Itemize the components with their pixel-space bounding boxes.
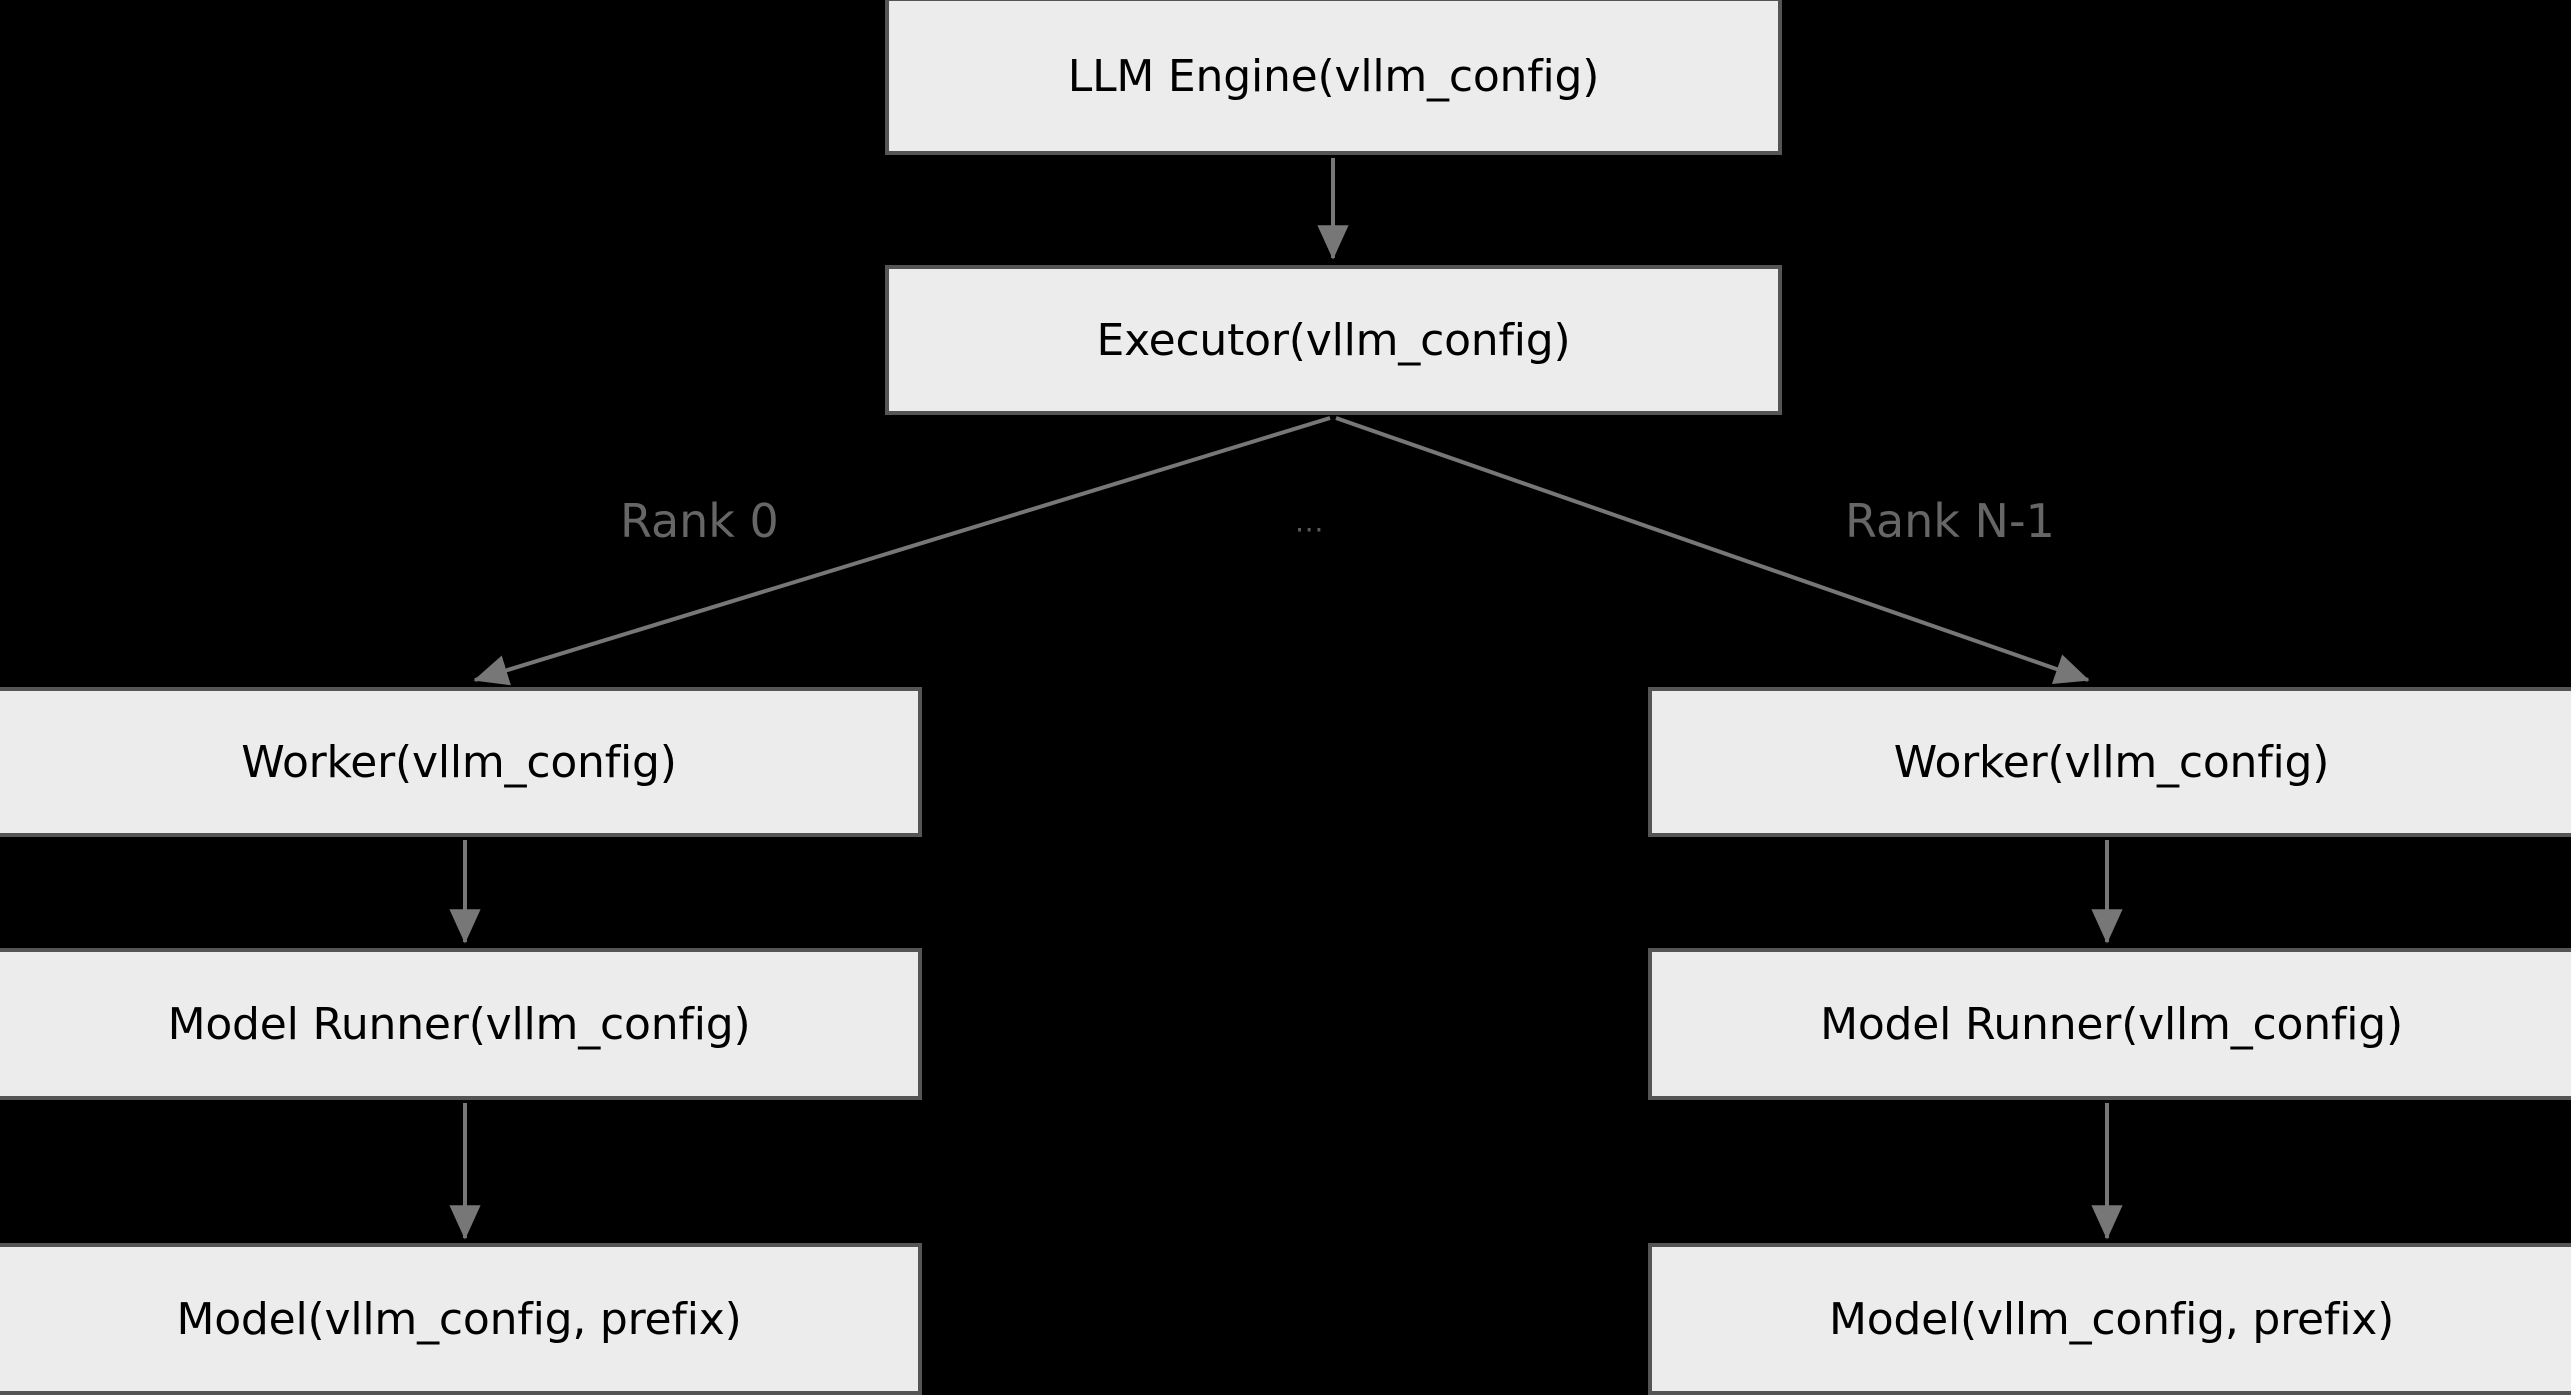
node-model-rank0-label: Model(vllm_config, prefix) — [176, 1293, 742, 1345]
node-model-runner-rankn[interactable]: Model Runner(vllm_config) — [1648, 948, 2571, 1100]
node-llm-engine[interactable]: LLM Engine(vllm_config) — [885, 0, 1782, 155]
node-executor-label: Executor(vllm_config) — [1096, 314, 1571, 366]
edge-label-rank-n-minus-1: Rank N-1 — [1845, 494, 2055, 548]
node-worker-rankn[interactable]: Worker(vllm_config) — [1648, 687, 2571, 837]
node-worker-rank0-label: Worker(vllm_config) — [241, 736, 677, 788]
node-model-runner-rank0-label: Model Runner(vllm_config) — [167, 998, 751, 1050]
node-worker-rankn-label: Worker(vllm_config) — [1893, 736, 2330, 788]
edge-label-rank-0: Rank 0 — [620, 494, 779, 548]
edge-executor-to-worker-left — [473, 416, 1331, 686]
node-model-rankn[interactable]: Model(vllm_config, prefix) — [1648, 1243, 2571, 1395]
node-executor[interactable]: Executor(vllm_config) — [885, 265, 1782, 415]
node-model-rankn-label: Model(vllm_config, prefix) — [1828, 1293, 2395, 1345]
edge-executor-to-worker-right — [1335, 416, 2090, 684]
node-llm-engine-label: LLM Engine(vllm_config) — [1067, 50, 1600, 102]
node-worker-rank0[interactable]: Worker(vllm_config) — [0, 687, 922, 837]
node-model-runner-rankn-label: Model Runner(vllm_config) — [1820, 998, 2403, 1050]
node-model-runner-rank0[interactable]: Model Runner(vllm_config) — [0, 948, 922, 1100]
node-model-rank0[interactable]: Model(vllm_config, prefix) — [0, 1243, 922, 1395]
edge-label-rank-ellipsis: ... — [1295, 505, 1325, 539]
